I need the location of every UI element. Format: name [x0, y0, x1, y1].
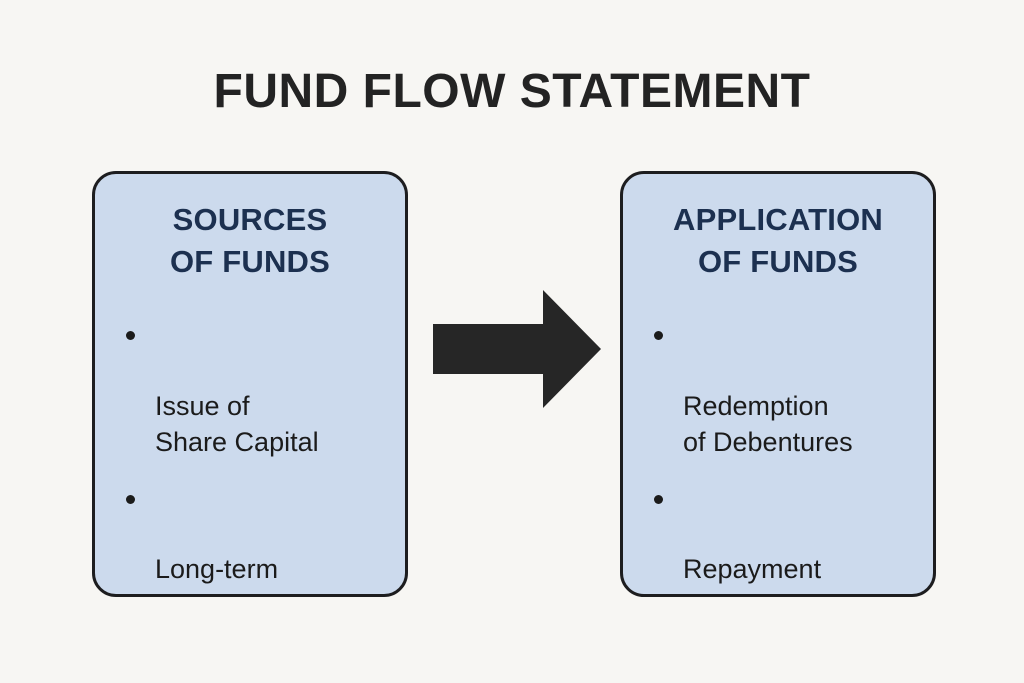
list-item: Redemption of Debentures: [650, 317, 919, 461]
page-title: FUND FLOW STATEMENT: [213, 65, 811, 118]
panel-application-of-funds: APPLICATION OF FUNDS Redemption of Deben…: [620, 171, 936, 597]
panel-sources-list: Issue of Share Capital Long-term Borrowi…: [122, 317, 391, 594]
bullet-dot-icon: [126, 331, 135, 340]
list-item: Issue of Share Capital: [122, 317, 391, 461]
list-item-label: Redemption of Debentures: [683, 390, 853, 457]
panel-application-heading: APPLICATION OF FUNDS: [672, 202, 883, 279]
list-item-label: Repayment of Loans: [683, 554, 822, 594]
bullet-dot-icon: [654, 331, 663, 340]
right-arrow-icon: [433, 290, 601, 408]
bullet-dot-icon: [654, 494, 663, 504]
bullet-dot-icon: [126, 494, 135, 504]
panel-sources-of-funds: SOURCES OF FUNDS Issue of Share Capital …: [92, 171, 408, 597]
list-item: Repayment of Loans: [650, 481, 919, 594]
panel-application-list: Redemption of Debentures Repayment of Lo…: [650, 317, 919, 594]
panel-sources-heading: SOURCES OF FUNDS: [169, 202, 331, 279]
list-item-label: Issue of Share Capital: [155, 390, 319, 457]
list-item: Long-term Borrowings: [122, 481, 391, 594]
list-item-label: Long-term Borrowings: [155, 554, 290, 594]
